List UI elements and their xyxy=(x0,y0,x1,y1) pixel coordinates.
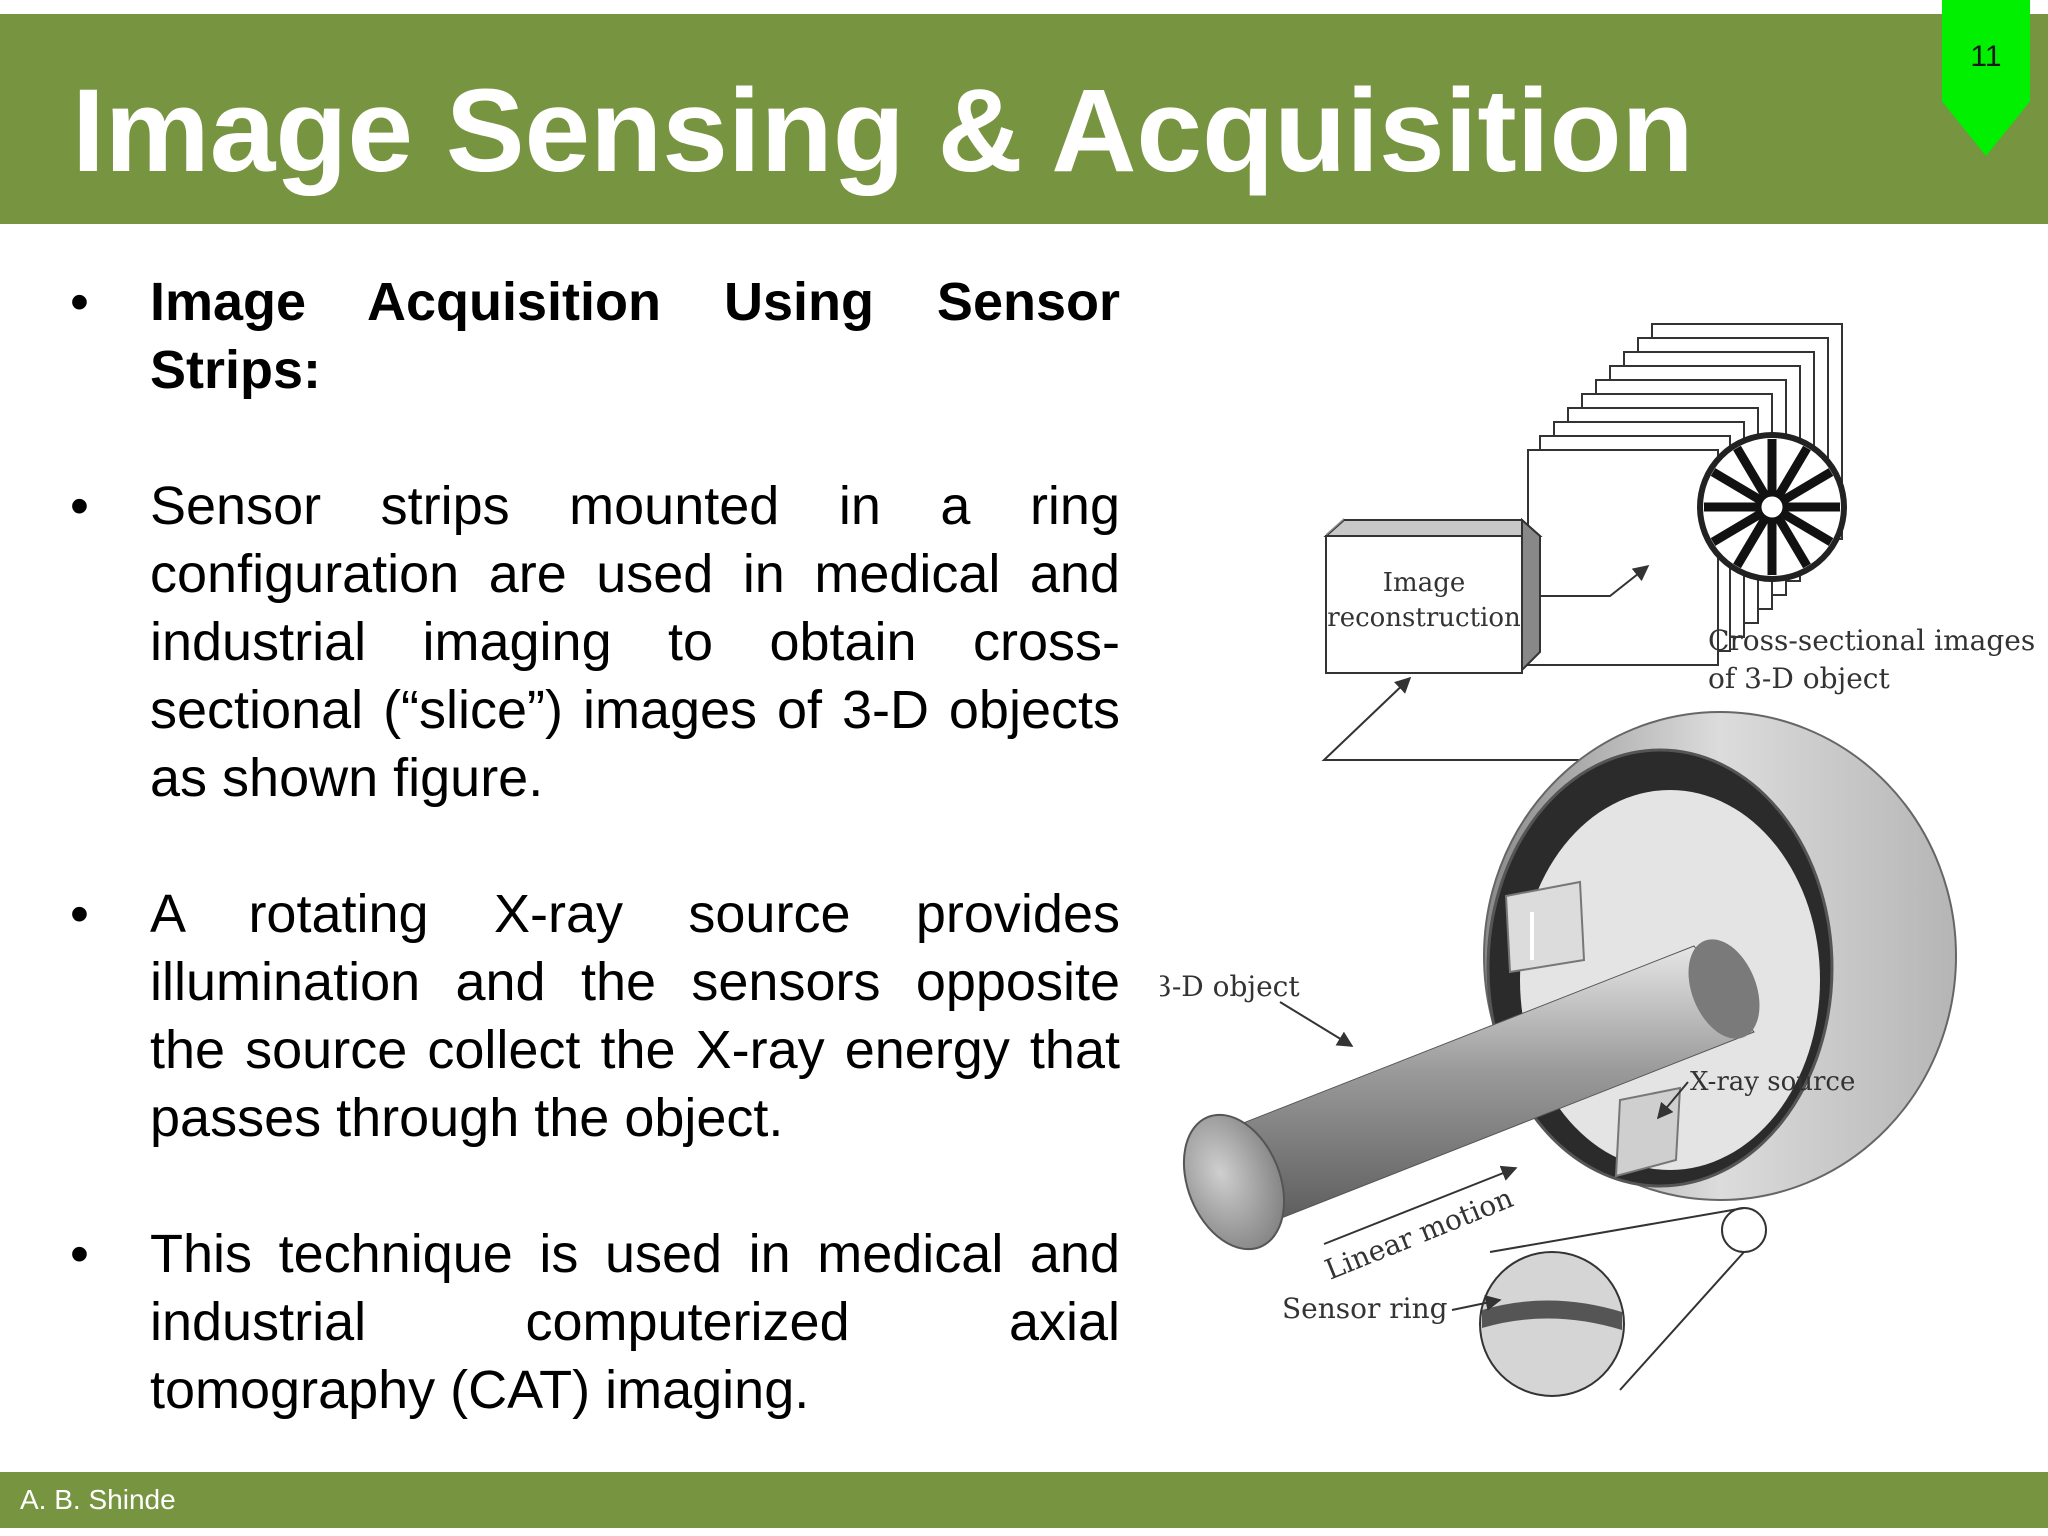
bullet-dot: • xyxy=(70,272,89,332)
footer-author: A. B. Shinde xyxy=(20,1484,176,1515)
bullet-item: • Sensor strips mounted in a ring config… xyxy=(70,472,1120,812)
bullet-text: Sensor strips mounted in a ring configur… xyxy=(150,476,1120,808)
image-reconstruction-box xyxy=(1323,517,1543,674)
title-bar: Image Sensing & Acquisition xyxy=(0,14,2048,224)
cylinder-3d-object xyxy=(1182,939,1760,1251)
label-cross-sectional-line2: of 3-D object xyxy=(1708,662,1890,695)
top-strip xyxy=(0,0,2048,14)
label-3d-object: 3-D object xyxy=(1160,970,1300,1003)
slide-title: Image Sensing & Acquisition xyxy=(72,65,1694,197)
footer-bar: A. B. Shinde xyxy=(0,1472,2048,1528)
bullet-item: • A rotating X-ray source provides illum… xyxy=(70,880,1120,1152)
slice-wheel-icon xyxy=(1697,432,1847,582)
bullet-item-heading: • Image Acquisition Using Sensor Strips: xyxy=(70,268,1120,404)
sensor-strip xyxy=(1504,880,1586,974)
bullet-text: This technique is used in medical and in… xyxy=(150,1224,1120,1420)
label-image-reconstruction-line2: reconstruction xyxy=(1327,603,1521,633)
page-number: 11 xyxy=(1970,40,2002,73)
bullet-text: A rotating X-ray source provides illumin… xyxy=(150,884,1120,1148)
label-image-reconstruction-line1: Image xyxy=(1383,568,1465,598)
sensor-ring-zoom xyxy=(1479,1207,1767,1397)
bullet-dot: • xyxy=(70,476,89,536)
label-sensor-ring: Sensor ring xyxy=(1282,1292,1448,1325)
bullet-dot: • xyxy=(70,1224,89,1284)
ct-scanner-figure: Cross-sectional images of 3-D object Ima… xyxy=(1160,323,2035,1397)
bullet-dot: • xyxy=(70,884,89,944)
bullet-text: Image Acquisition Using Sensor Strips: xyxy=(150,272,1120,400)
label-cross-sectional-line1: Cross-sectional images xyxy=(1708,624,2035,657)
label-x-ray-source: X-ray source xyxy=(1690,1067,1855,1097)
bullet-item: • This technique is used in medical and … xyxy=(70,1220,1120,1424)
bullet-list: • Image Acquisition Using Sensor Strips:… xyxy=(70,268,1120,1492)
flow-arrows xyxy=(1321,565,1650,761)
